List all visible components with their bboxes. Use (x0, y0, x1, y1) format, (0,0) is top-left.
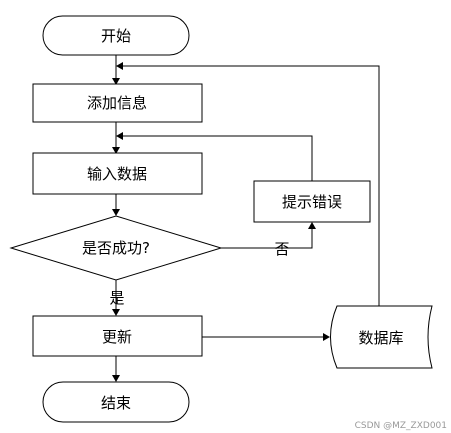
edge-error-to-input (116, 132, 313, 181)
database-node: 数据库 (330, 305, 433, 369)
decision-node: 是否成功? (9, 215, 223, 281)
edge-yes-label: 是 (109, 289, 124, 307)
edge-database-to-add (116, 62, 380, 306)
edge-update-to-database (202, 333, 330, 341)
edge-input-to-decision (112, 194, 120, 216)
update-label: 更新 (102, 328, 132, 346)
start-label: 开始 (101, 27, 131, 45)
show-error-node: 提示错误 (253, 180, 371, 223)
start-node: 开始 (42, 15, 190, 56)
end-label: 结束 (101, 394, 131, 412)
edge-no-label: 否 (274, 240, 289, 258)
watermark: CSDN @MZ_ZXD001 (355, 421, 447, 431)
edge-add-to-input (112, 122, 120, 154)
edge-start-to-add (112, 55, 120, 85)
edge-decision-to-update: 是 (109, 280, 125, 316)
edge-update-to-end (112, 356, 120, 382)
input-data-label: 输入数据 (87, 165, 147, 183)
add-info-label: 添加信息 (87, 94, 147, 112)
edge-decision-to-error: 否 (221, 222, 316, 258)
input-data-node: 输入数据 (32, 152, 203, 195)
database-label: 数据库 (358, 329, 403, 347)
show-error-label: 提示错误 (282, 193, 342, 211)
add-info-node: 添加信息 (32, 83, 203, 123)
decision-label: 是否成功? (82, 239, 150, 257)
end-node: 结束 (42, 381, 190, 423)
update-node: 更新 (32, 315, 203, 357)
